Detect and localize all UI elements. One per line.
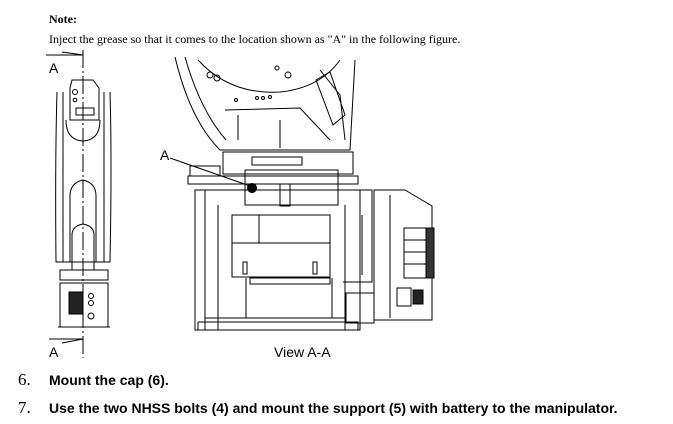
section-label-bottom: A — [49, 344, 59, 360]
step-text: Use the two NHSS bolts (4) and mount the… — [49, 400, 618, 416]
step-item: 7. Use the two NHSS bolts (4) and mount t… — [18, 398, 618, 418]
step-item: 6. Mount the cap (6). — [18, 370, 169, 390]
step-number: 6. — [18, 370, 31, 389]
view-a-a-drawing — [169, 56, 435, 331]
arm-side-view — [46, 50, 112, 358]
section-label-top: A — [49, 60, 59, 76]
figure-caption: View A-A — [274, 344, 331, 360]
callout-label-a: A — [160, 147, 170, 163]
step-number: 7. — [18, 398, 31, 417]
note-title: Note: — [49, 12, 77, 26]
note-text: Inject the grease so that it comes to th… — [49, 32, 461, 46]
step-text: Mount the cap (6). — [49, 372, 169, 388]
